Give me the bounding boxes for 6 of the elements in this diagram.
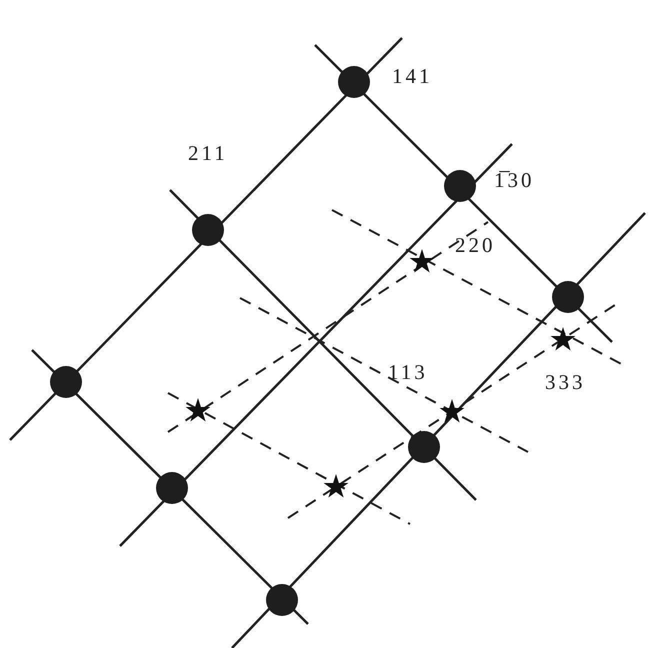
- index-label: 211: [188, 143, 228, 164]
- index-label: 333: [545, 372, 586, 393]
- index-label: 113: [388, 362, 428, 383]
- index-label: 1̅30: [494, 170, 534, 191]
- index-label: 141: [392, 66, 432, 87]
- index-label: 220: [455, 235, 496, 256]
